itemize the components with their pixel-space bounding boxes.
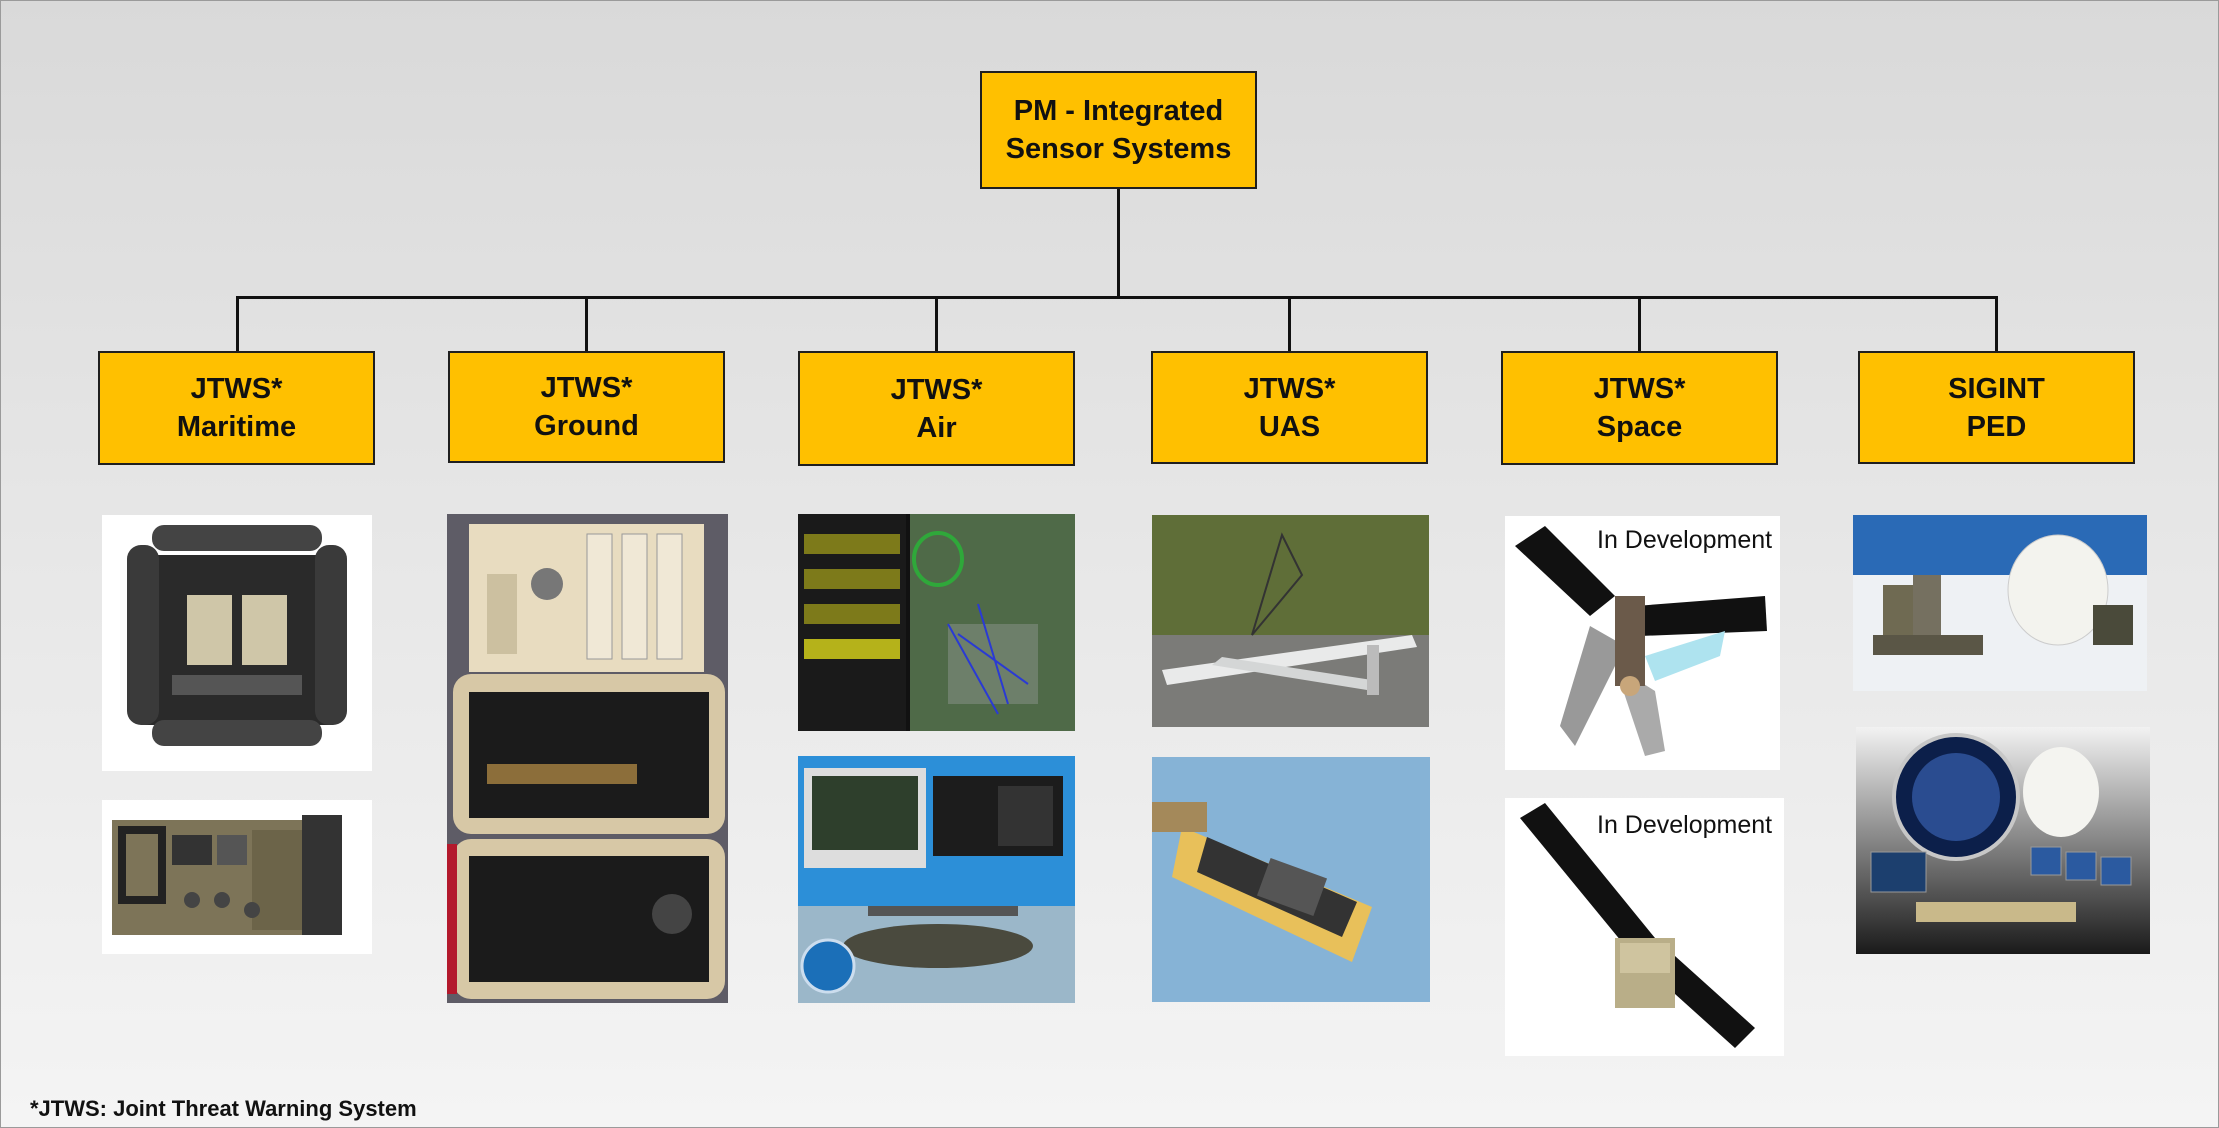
jtws-footnote: *JTWS: Joint Threat Warning System	[30, 1096, 417, 1121]
node-jtws-air: JTWS* Air	[798, 351, 1075, 466]
space-satellite-image-1	[1505, 516, 1780, 770]
node-line2: Air	[916, 411, 957, 444]
node-line2: Maritime	[176, 411, 297, 443]
sigint-field-deployment-image	[1853, 515, 2147, 691]
connector-uas	[1288, 296, 1291, 352]
node-sigint-ped: SIGINT PED	[1858, 351, 2135, 464]
space-satellite-image-2	[1505, 798, 1784, 1056]
node-line1: SIGINT	[1948, 372, 2045, 405]
uas-sensor-payload-image	[1152, 757, 1430, 1002]
maritime-radio-image	[102, 800, 372, 954]
node-line2: Space	[1596, 411, 1683, 443]
node-line1: JTWS*	[1243, 372, 1336, 405]
node-jtws-ground: JTWS* Ground	[448, 351, 725, 463]
node-line1: JTWS*	[890, 373, 983, 406]
air-aircraft-system-image	[798, 756, 1075, 1003]
node-jtws-maritime: JTWS* Maritime	[98, 351, 375, 465]
node-line2: Ground	[534, 410, 639, 442]
node-jtws-space: JTWS* Space	[1501, 351, 1778, 465]
node-line1: JTWS*	[190, 373, 283, 405]
node-line2: UAS	[1258, 410, 1321, 443]
space-bottom-status-caption: In Development	[1597, 811, 1773, 839]
air-software-map-image	[798, 514, 1075, 731]
sigint-silentdagger-image	[1856, 727, 2150, 954]
root-node-line2: Sensor Systems	[1005, 133, 1232, 165]
maritime-equipment-image	[102, 515, 372, 771]
connector-ground	[585, 296, 588, 352]
root-connector	[1117, 188, 1120, 298]
node-line1: JTWS*	[540, 372, 633, 404]
connector-maritime	[236, 296, 239, 352]
root-node-line1: PM - Integrated	[1013, 95, 1224, 127]
horizontal-bus	[236, 296, 1998, 299]
space-top-status-caption: In Development	[1597, 526, 1773, 554]
ground-equipment-rack-image	[447, 514, 728, 1003]
root-node-pm-iss: PM - Integrated Sensor Systems	[980, 71, 1257, 189]
node-line2: PED	[1966, 410, 2027, 443]
connector-space	[1638, 296, 1641, 352]
uas-aircraft-image	[1152, 515, 1429, 727]
connector-air	[935, 296, 938, 352]
node-line1: JTWS*	[1593, 373, 1686, 405]
connector-sigint	[1995, 296, 1998, 352]
node-jtws-uas: JTWS* UAS	[1151, 351, 1428, 464]
